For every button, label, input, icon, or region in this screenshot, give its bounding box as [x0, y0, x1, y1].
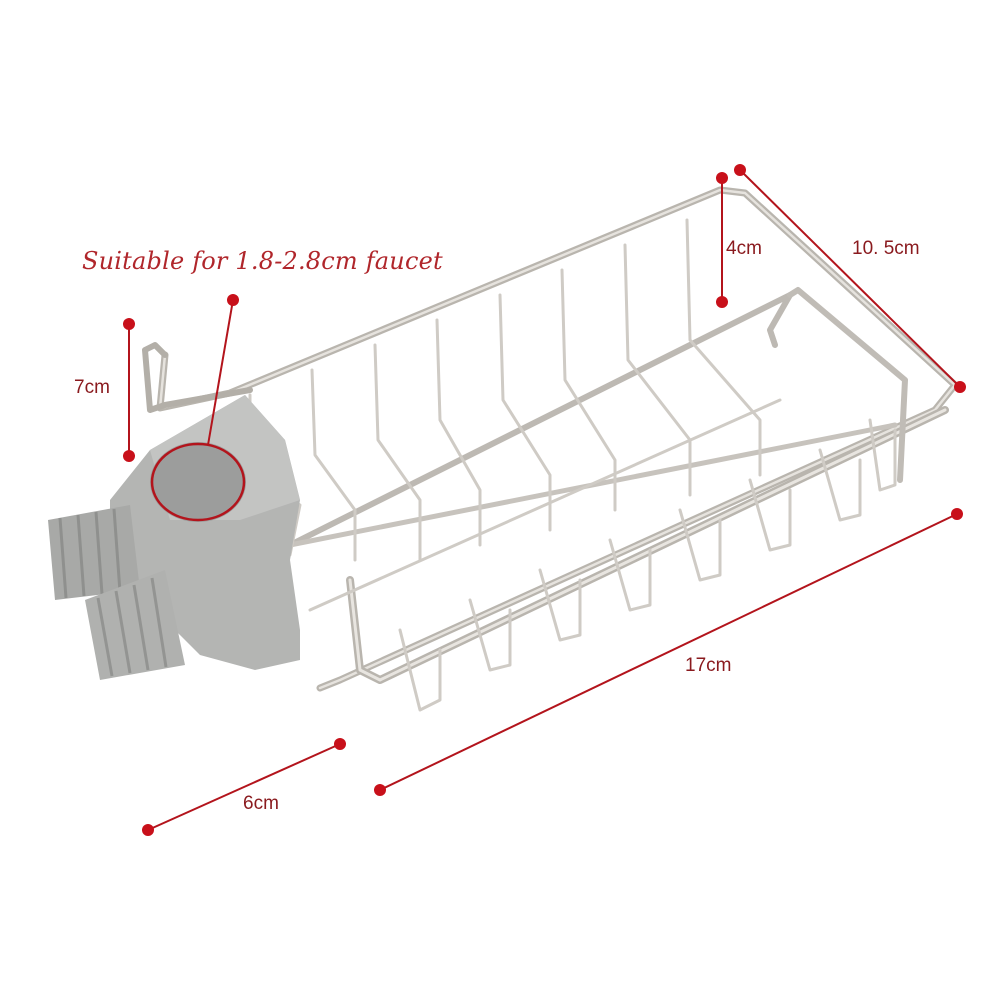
clamp-height-label: 7cm: [74, 377, 110, 398]
basket-length-label: 17cm: [685, 655, 732, 676]
faucet-clamp: [48, 395, 300, 680]
clamp-depth-label: 6cm: [243, 793, 279, 814]
basket-height-label: 4cm: [726, 238, 762, 259]
faucet-compatibility-caption: Suitable for 1.8-2.8cm faucet: [82, 247, 443, 275]
wire-basket: [142, 186, 959, 712]
basket-width-label: 10. 5cm: [852, 238, 920, 259]
dimension-callouts: [123, 164, 966, 836]
faucet-opening-highlight: [150, 442, 246, 522]
